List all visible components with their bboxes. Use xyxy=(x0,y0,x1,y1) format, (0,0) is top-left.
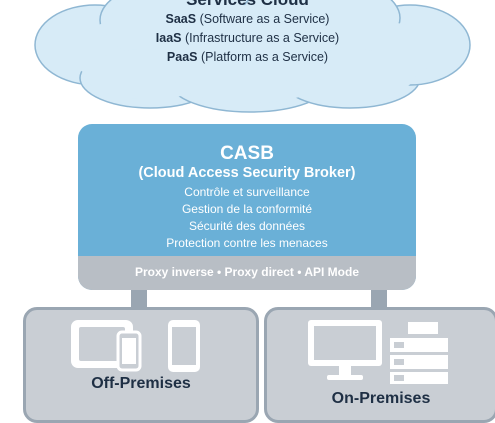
casb-subtitle: (Cloud Access Security Broker) xyxy=(138,165,356,181)
casb-block: CASB (Cloud Access Security Broker) Cont… xyxy=(78,124,416,290)
casb-function-item: Protection contre les menaces xyxy=(166,236,328,250)
casb-function-item: Contrôle et surveillance xyxy=(184,185,310,199)
on-premises-label: On-Premises xyxy=(331,390,431,407)
cloud-service-saas: SaaS (Software as a Service) xyxy=(165,12,330,26)
casb-function-item: Sécurité des données xyxy=(188,219,306,233)
cloud-title: Services Cloud xyxy=(60,0,435,10)
connector-on-premises xyxy=(371,290,387,310)
desktop-monitor-icon xyxy=(308,320,382,380)
smartphone-icon xyxy=(168,320,200,372)
casb-title: CASB xyxy=(220,143,274,164)
cloud-service-paas: PaaS (Platform as a Service) xyxy=(166,50,329,64)
off-premises-label: Off-Premises xyxy=(91,375,191,392)
cloud-shape xyxy=(34,0,471,113)
proxy-modes-label: Proxy inverse • Proxy direct • API Mode xyxy=(134,265,360,279)
connector-off-premises xyxy=(131,290,147,310)
server-rack-icon xyxy=(390,322,448,384)
proxy-modes-bar xyxy=(78,256,416,290)
casb-function-item: Gestion de la conformité xyxy=(181,202,313,216)
cloud-service-iaas: IaaS (Infrastructure as a Service) xyxy=(155,31,340,45)
tablet-phone-icon xyxy=(71,320,142,372)
